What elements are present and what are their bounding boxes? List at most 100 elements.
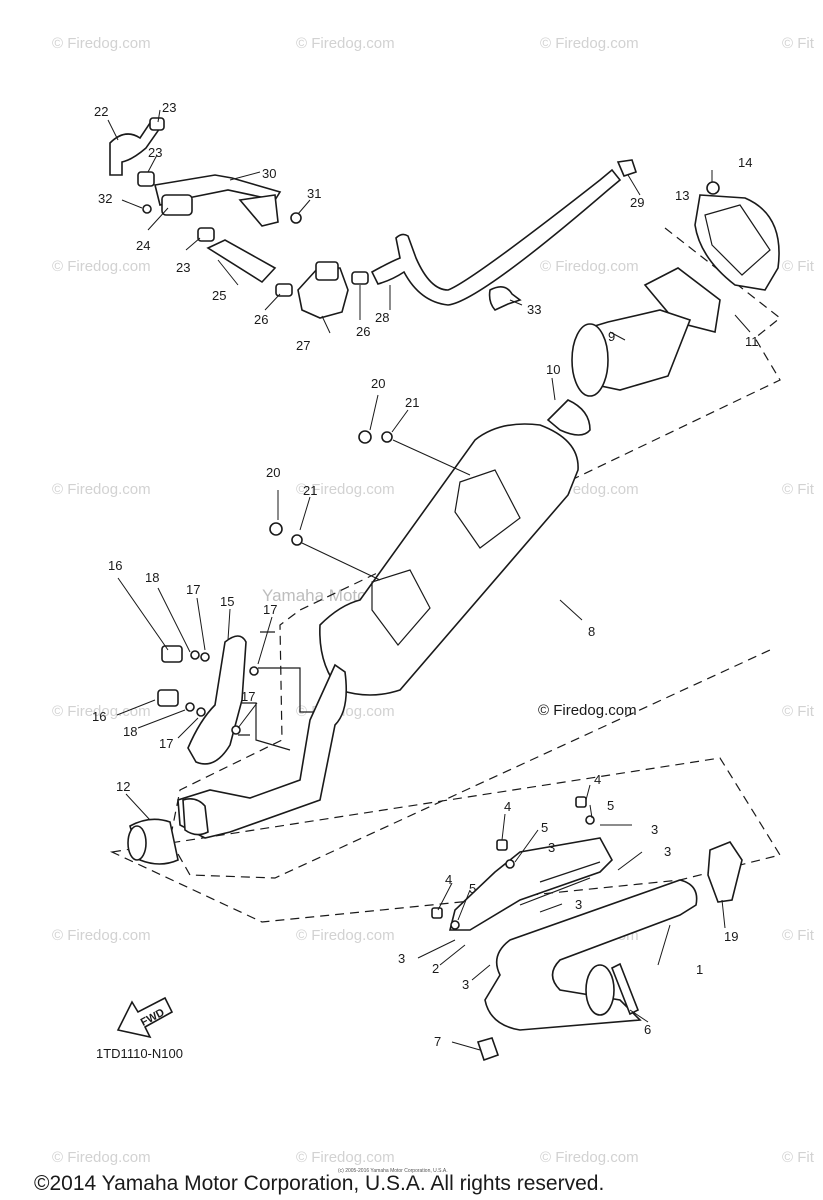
part-number-label: 15 [220,594,234,609]
part-number-label: 26 [356,324,370,339]
pipe-flange [585,964,615,1016]
part-number-label: 16 [108,558,122,573]
part-number-label: 31 [307,186,321,201]
firedog-credit: © Firedog.com [538,702,637,719]
part-number-label: 3 [651,822,658,837]
part-number-label: 8 [588,624,595,639]
part-labels: 22 23 23 30 14 32 31 29 13 24 23 25 26 2… [92,100,759,1049]
hose-22 [109,118,162,176]
gasket-12-end [127,825,147,861]
hose-25 [206,239,277,284]
part-number-label: 20 [371,376,385,391]
hose-28 [370,168,622,306]
bolt-20 [358,430,372,444]
part-number-label: 7 [434,1034,441,1049]
part-number-label: 5 [469,881,476,896]
muffler-assembly-outline [169,227,781,879]
watermark: © Firedog.com [296,481,395,498]
part-number-label: 4 [445,872,452,887]
muffler-bracket-lower [371,569,431,646]
watermark-edge: © Fit [782,481,815,498]
muffler-bracket-upper [454,469,521,549]
watermark: © Firedog.com [52,703,151,720]
part-number-label: 3 [462,977,469,992]
part-number-label: 10 [546,362,560,377]
bolt-4 [431,907,443,919]
watermark-grid: © Firedog.com © Firedog.com © Firedog.co… [52,35,815,1166]
washer-21 [291,534,303,546]
exhaust-pipe-1 [484,879,698,1031]
part-number-label: 29 [630,195,644,210]
watermark: © Firedog.com [540,35,639,52]
bolt-32 [142,204,152,214]
part-number-label: 17 [186,582,200,597]
clamp-19 [707,841,743,903]
pipe-joint [182,798,209,836]
part-number-label: 23 [162,100,176,115]
part-number-label: 25 [212,288,226,303]
watermark: © Firedog.com [52,258,151,275]
part-number-label: 33 [527,302,541,317]
bolt-20 [269,522,283,536]
bracket-assembly [157,635,259,765]
part-number-label: 3 [575,897,582,912]
part-number-label: 17 [159,736,173,751]
tiny-copyright: (c) 2005-2016 Yamaha Motor Corporation, … [338,1168,448,1174]
watermark: © Firedog.com [296,927,395,944]
inner-pipe-9-end [571,323,609,397]
damper-17 [196,707,206,717]
part-number-label: 16 [92,709,106,724]
bolt-16 [157,689,179,707]
part-number-label: 28 [375,310,389,325]
clamp-26 [275,283,293,297]
exhaust-pipe-assembly [431,796,743,1062]
forward-arrow: FWD [116,996,174,1039]
part-number-label: 2 [432,961,439,976]
washer-21 [381,431,393,443]
muffler-assembly [127,181,780,865]
muffler-pipe [177,663,348,839]
damper-17 [200,652,210,662]
part-number-label: 32 [98,191,112,206]
part-number-label: 21 [303,483,317,498]
part-number-label: 23 [148,145,162,160]
part-number-label: 3 [664,844,671,859]
bracket-15 [187,635,247,765]
bolt-4 [496,839,508,851]
watermark: © Firedog.com [296,1149,395,1166]
part-number-label: 13 [675,188,689,203]
gasket-6 [610,962,640,1016]
heat-protector-2 [448,837,613,931]
nut-7 [476,1037,500,1062]
clamp-23 [197,227,215,242]
clamp-23 [149,117,165,131]
tail-cap-13 [694,194,780,291]
gasket-10 [546,399,591,436]
watermark-edge: © Fit [782,1149,815,1166]
air-induction-assembly [109,117,638,319]
bolt-4 [575,796,587,808]
washer-5 [585,815,595,825]
muffler-8 [319,423,579,696]
collar-18 [185,702,195,712]
part-number-label: 30 [262,166,276,181]
watermark: © Firedog.com [52,927,151,944]
part-number-label: 18 [123,724,137,739]
part-number-label: 18 [145,570,159,585]
part-number-label: 12 [116,779,130,794]
part-number-label: 20 [266,465,280,480]
fwd-arrow-icon [116,996,174,1039]
reed-valve-24 [161,194,193,216]
tail-cap-13-detail [704,204,771,276]
part-number-label: 5 [607,798,614,813]
part-number-label: 4 [504,799,511,814]
part-number-label: 17 [241,689,255,704]
washer-5 [450,920,460,930]
clamp-23 [137,171,155,187]
part-number-label: 4 [594,772,601,787]
watermark-edge: © Fit [782,927,815,944]
part-number-label: 6 [644,1022,651,1037]
watermark: © Firedog.com [296,35,395,52]
watermark-edge: © Fit [782,703,815,720]
part-number-label: 26 [254,312,268,327]
